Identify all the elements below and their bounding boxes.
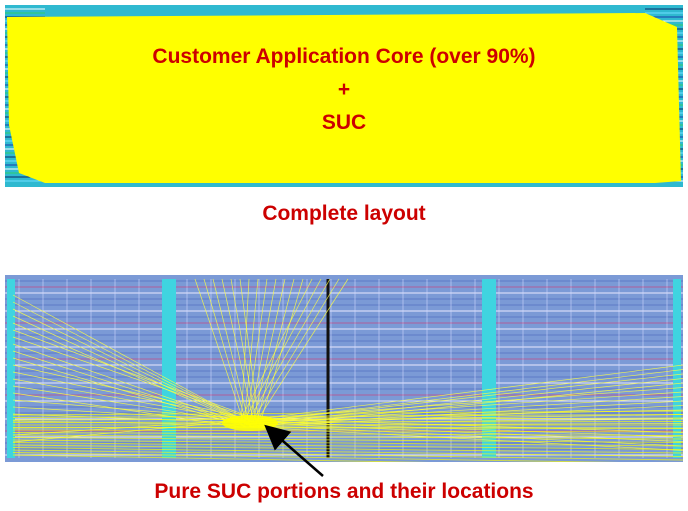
complete-layout-view xyxy=(5,5,683,187)
suc-portions-caption: Pure SUC portions and their locations xyxy=(154,480,534,503)
yellow-core-area xyxy=(7,13,681,183)
complete-layout-graphic xyxy=(5,5,683,187)
suc-layout-view xyxy=(5,275,683,462)
suc-layout-graphic xyxy=(5,275,683,462)
plus-sign: + xyxy=(337,78,351,101)
cyan-channel-edge-left xyxy=(7,279,15,458)
cyan-channel-right xyxy=(482,279,496,458)
core-title-line: Customer Application Core (over 90%) xyxy=(152,45,536,68)
suc-label: SUC xyxy=(321,111,367,134)
complete-layout-caption: Complete layout xyxy=(262,202,426,225)
cyan-channel-edge-right xyxy=(673,279,681,458)
